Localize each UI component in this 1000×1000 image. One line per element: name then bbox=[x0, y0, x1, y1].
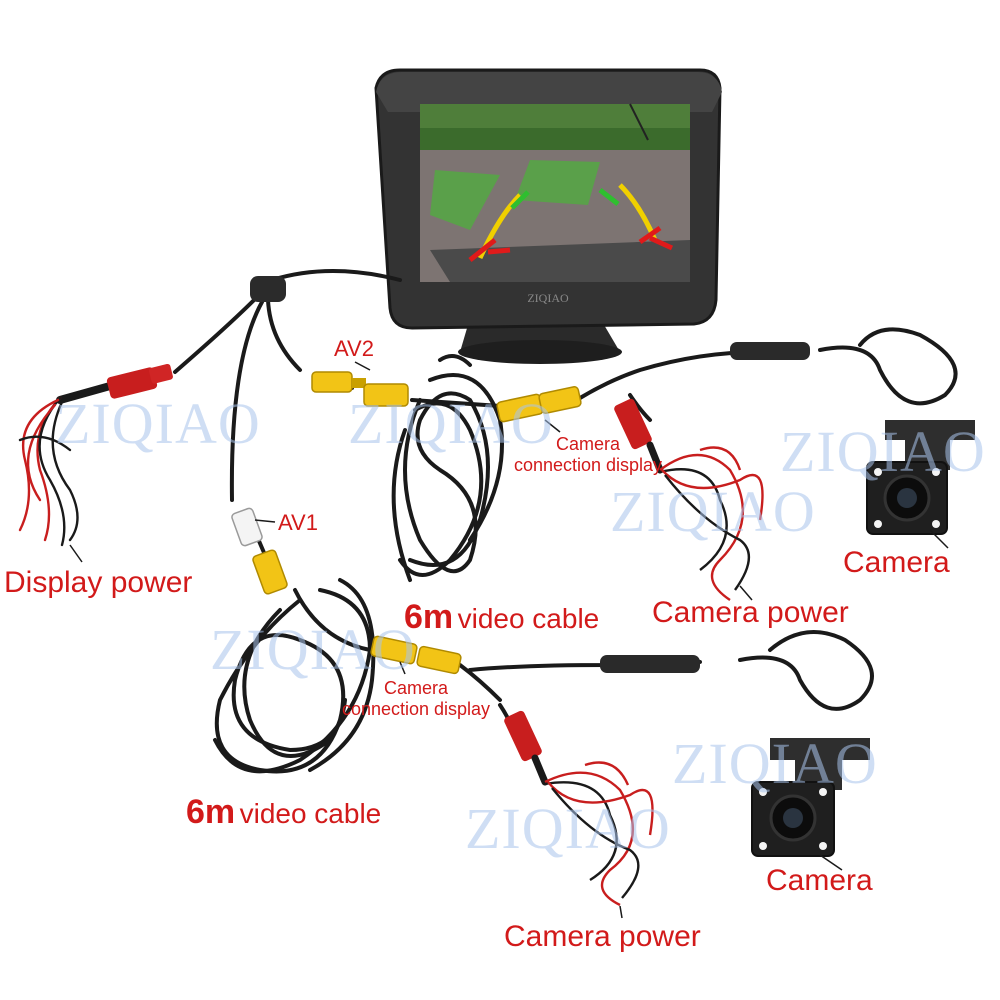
monitor-brand: ZIQIAO bbox=[527, 291, 569, 305]
watermark: ZIQIAO bbox=[348, 391, 554, 456]
label-cable-desc: video cable bbox=[239, 798, 382, 829]
av1-rca-connector bbox=[231, 507, 288, 595]
camera-bottom bbox=[751, 738, 870, 857]
label-av2: AV2 bbox=[334, 336, 374, 361]
camera-top bbox=[866, 420, 975, 535]
label-cable-length: 6m bbox=[404, 598, 454, 636]
label-display-power: Display power bbox=[4, 566, 193, 599]
watermark: ZIQIAO bbox=[55, 391, 261, 456]
label-video-cable-top: 6m video cable bbox=[404, 600, 599, 634]
monitor-screen bbox=[420, 103, 690, 282]
label-cable-desc: video cable bbox=[457, 603, 600, 634]
label-camera-connection-top: Camera connection display bbox=[498, 434, 678, 475]
camera-lead-connector-top bbox=[730, 342, 810, 360]
label-camera-top: Camera bbox=[843, 546, 950, 579]
label-camera-connection-line2: connection display bbox=[341, 698, 491, 719]
callout-lines bbox=[69, 361, 949, 919]
watermark: ZIQIAO bbox=[610, 479, 816, 544]
label-camera-connection-line1: Camera bbox=[383, 678, 449, 698]
camera-rca-connector-top bbox=[496, 386, 582, 423]
watermark: ZIQIAO bbox=[210, 617, 416, 682]
label-camera-bottom: Camera bbox=[766, 864, 873, 897]
av2-rca-connector bbox=[311, 371, 409, 407]
label-video-cable-bottom: 6m video cable bbox=[186, 795, 381, 829]
camera-power-plug-top bbox=[614, 398, 764, 601]
label-camera-connection-bottom: Camera connection display bbox=[326, 678, 506, 719]
display-power-plug bbox=[18, 363, 173, 547]
camera-rca-connector-bottom bbox=[370, 635, 462, 675]
watermark: ZIQIAO bbox=[465, 796, 671, 861]
label-camera-connection-line2: connection display bbox=[513, 454, 663, 475]
camera-lead-connector-bottom bbox=[600, 655, 700, 673]
label-camera-power-bottom: Camera power bbox=[504, 920, 701, 953]
y-splitter bbox=[250, 276, 286, 302]
camera-power-plug-bottom bbox=[504, 710, 654, 907]
label-camera-connection-line1: Camera bbox=[555, 434, 621, 454]
monitor: ZIQIAO bbox=[374, 68, 722, 364]
watermark: ZIQIAO bbox=[672, 731, 878, 796]
label-av1: AV1 bbox=[278, 510, 318, 535]
label-camera-power-top: Camera power bbox=[652, 596, 849, 629]
watermark: ZIQIAO bbox=[780, 419, 986, 484]
label-cable-length: 6m bbox=[186, 793, 236, 831]
